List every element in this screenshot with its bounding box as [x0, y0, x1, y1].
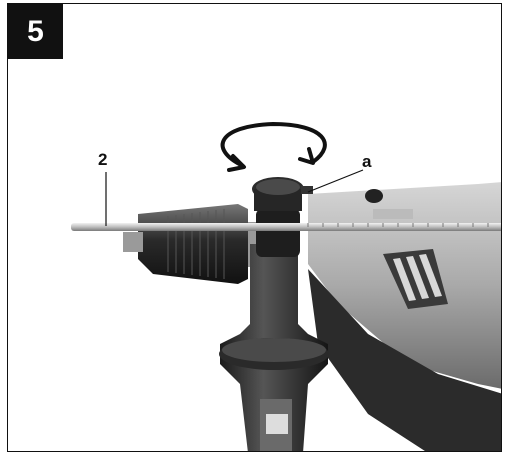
- figure-number-badge: 5: [8, 4, 63, 59]
- callout-rod: 2: [98, 150, 108, 169]
- auxiliary-handle: [219, 244, 329, 451]
- callout-screw: a: [362, 152, 372, 171]
- leader-line-screw: [307, 169, 364, 193]
- rotation-arrow-icon: [220, 121, 327, 172]
- depth-stop-rod: [71, 223, 501, 231]
- drill-housing: [308, 182, 501, 451]
- drill-chuck: [123, 204, 263, 284]
- handle-clamp: [252, 177, 313, 257]
- drill-photo: [71, 121, 501, 451]
- figure-frame: 5: [7, 3, 502, 452]
